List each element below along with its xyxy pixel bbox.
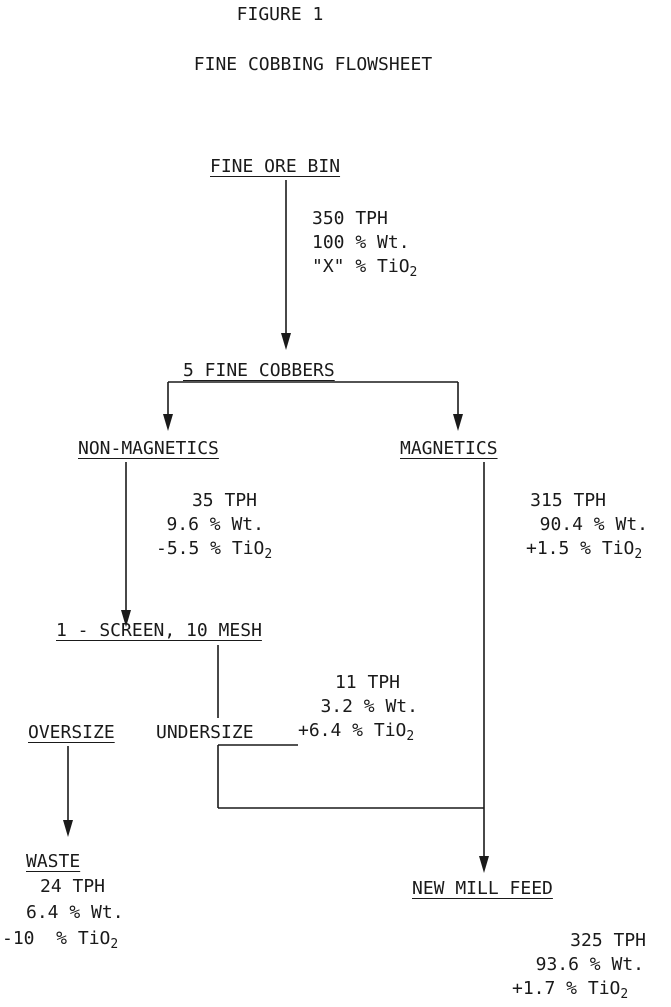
node-new-mill-feed: NEW MILL FEED xyxy=(412,878,553,899)
node-fine-ore-bin: FINE ORE BIN xyxy=(210,156,341,177)
arrowhead-waste xyxy=(63,820,73,837)
stream-wt: 90.4 % Wt. xyxy=(539,514,648,535)
node-waste: WASTE xyxy=(26,851,81,872)
node-non-magnetics: NON-MAGNETICS xyxy=(78,438,219,459)
node-screen: 1 - SCREEN, 10 MESH xyxy=(56,620,262,641)
node-magnetics: MAGNETICS xyxy=(400,438,498,459)
node-oversize: OVERSIZE xyxy=(28,722,115,743)
stream-tio2: -5.5 % TiO2 xyxy=(156,538,273,562)
stream-tio2: -10 % TiO2 xyxy=(2,928,119,952)
stream-wt: 6.4 % Wt. xyxy=(26,902,124,923)
stream-tph: 350 TPH xyxy=(312,208,388,229)
node-undersize: UNDERSIZE xyxy=(156,722,254,743)
node-fine-cobbers: 5 FINE COBBERS xyxy=(183,360,335,381)
arrowhead-magnetics xyxy=(453,414,463,431)
stream-tph: 325 TPH xyxy=(570,930,646,951)
stream-wt: 9.6 % Wt. xyxy=(166,514,264,535)
stream-wt: 3.2 % Wt. xyxy=(320,696,418,717)
stream-tio2: +1.5 % TiO2 xyxy=(526,538,643,562)
arrowhead-cobbers xyxy=(281,333,291,350)
figure-label: FIGURE 1 xyxy=(236,4,324,25)
stream-tio2: "X" % TiO2 xyxy=(312,256,418,280)
stream-wt: 93.6 % Wt. xyxy=(535,954,644,975)
stream-tio2: +6.4 % TiO2 xyxy=(298,720,415,744)
stream-tph: 11 TPH xyxy=(334,672,400,693)
stream-wt: 100 % Wt. xyxy=(312,232,410,253)
stream-tph: 315 TPH xyxy=(530,490,606,511)
stream-tio2: +1.7 % TiO2 xyxy=(512,978,629,1002)
arrowhead-non-magnetics xyxy=(163,414,173,431)
stream-tph: 24 TPH xyxy=(40,876,106,897)
stream-tph: 35 TPH xyxy=(191,490,257,511)
figure-title: FINE COBBING FLOWSHEET xyxy=(193,54,433,75)
arrowhead-mill-feed xyxy=(479,856,489,873)
arrowhead-screen xyxy=(121,610,131,627)
